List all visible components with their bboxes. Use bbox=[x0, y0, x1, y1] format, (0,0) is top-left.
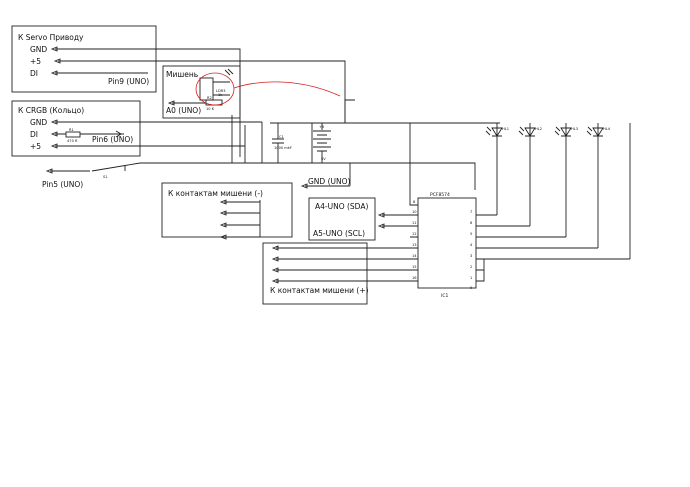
sda-label: A4-UNO (SDA) bbox=[315, 202, 368, 211]
ic-pin-left: 16 bbox=[412, 276, 417, 280]
i2c-block: A4-UNO (SDA) A5-UNO (SCL) bbox=[308, 197, 410, 241]
supply-plus5-label: +5 bbox=[319, 125, 324, 129]
led-hl1-label: HL1 bbox=[502, 127, 509, 131]
r1-resistor bbox=[65, 131, 81, 138]
switch-pin-label: Pin5 (UNO) bbox=[42, 180, 83, 189]
r2-label: R2 bbox=[207, 96, 212, 100]
led-hl3-label: HL3 bbox=[571, 127, 578, 131]
crgb-di-arrow-icon bbox=[50, 131, 58, 137]
highlight-circle bbox=[195, 72, 235, 106]
plus-contacts-block: К контактам мишени (+) bbox=[262, 242, 410, 305]
r2-value: 10 K bbox=[206, 107, 215, 111]
servo-gnd-arrow-icon bbox=[50, 46, 58, 52]
crgb-block-title: К CRGB (Кольцо) bbox=[18, 106, 84, 115]
led-hl4-label: HL4 bbox=[603, 127, 611, 131]
led-array: HL1 HL2 HL3 HL4 bbox=[485, 123, 611, 248]
led-hl4-icon bbox=[592, 127, 604, 137]
switch-label: S1 bbox=[103, 175, 108, 179]
ic-pin-right: 5 bbox=[470, 232, 472, 236]
gnd-uno-label: GND (UNO) bbox=[308, 177, 351, 186]
ic-pin-right: 6 bbox=[470, 221, 473, 225]
ic-part-label: PCF8574 bbox=[430, 192, 450, 198]
ldr-label: LDR3 bbox=[216, 89, 226, 93]
servo-gnd-label: GND bbox=[30, 45, 47, 54]
servo-plus5-label: +5 bbox=[30, 57, 41, 66]
cap-label: C1 bbox=[279, 135, 284, 139]
crgb-block-frame bbox=[11, 100, 141, 157]
ldr-value: 1k bbox=[218, 93, 223, 97]
ic-pin-right: 2 bbox=[470, 265, 472, 269]
led-hl1-icon bbox=[491, 127, 503, 137]
target-block-title: Мишень bbox=[166, 70, 198, 79]
servo-di-label: DI bbox=[30, 69, 38, 78]
crgb-pin-label: Pin6 (UNO) bbox=[92, 135, 133, 144]
switch-s1: S1 Pin5 (UNO) bbox=[42, 162, 141, 189]
crgb-plus5-label: +5 bbox=[30, 142, 41, 151]
servo-plus5-arrow-icon bbox=[53, 58, 61, 64]
servo-di-arrow-icon bbox=[50, 70, 58, 76]
servo-pin-label: Pin9 (UNO) bbox=[108, 77, 149, 86]
target-block-frame bbox=[162, 65, 241, 119]
plus-arrows-icon bbox=[271, 245, 279, 284]
ic-pin-left: 14 bbox=[412, 254, 417, 258]
ic-body bbox=[417, 197, 477, 289]
ic-pcf8574: PCF8574 IC1 8 10 11 12 13 14 15 16 7 6 5… bbox=[409, 123, 631, 299]
r1-value: 470 R bbox=[67, 139, 78, 143]
ic-pin-left: 8 bbox=[413, 200, 416, 204]
cap-value: 1000 mkF bbox=[274, 146, 292, 150]
i2c-block-frame bbox=[308, 197, 376, 241]
crgb-plus5-arrow-icon bbox=[50, 143, 58, 149]
gnd-uno-arrow-icon bbox=[300, 183, 308, 189]
crgb-pin-arrow-icon bbox=[115, 130, 122, 138]
target-block: Мишень A0 (UNO) LDR3 1k R2 10 K bbox=[162, 65, 341, 119]
crgb-block: К CRGB (Кольцо) GND DI +5 Pin6 (UNO) R1 … bbox=[11, 100, 262, 157]
crgb-gnd-label: GND bbox=[30, 118, 47, 127]
capacitor-c1: C1 1000 mkF bbox=[272, 123, 292, 163]
ic-pin-left: 11 bbox=[412, 221, 417, 225]
led-hl3-icon bbox=[560, 127, 572, 137]
ic-pin-left: 12 bbox=[412, 232, 417, 236]
highlight-curve bbox=[233, 81, 341, 97]
plus-block-frame bbox=[262, 242, 368, 305]
ic-pin-right: 3 bbox=[470, 254, 472, 258]
i2c-arrows-icon bbox=[377, 212, 385, 229]
led-hl2-icon bbox=[524, 127, 536, 137]
led-hl2-label: HL2 bbox=[535, 127, 542, 131]
a0-arrow-icon bbox=[167, 100, 175, 106]
minus-arrows-icon bbox=[219, 199, 227, 240]
ic-pin-left: 13 bbox=[412, 243, 417, 247]
plus-block-title: К контактам мишени (+) bbox=[270, 286, 369, 295]
scl-label: A5-UNO (SCL) bbox=[313, 229, 365, 238]
ic-pin-right: 1 bbox=[470, 276, 472, 280]
ic-name-label: IC1 bbox=[441, 293, 448, 299]
ic-pin-right: 7 bbox=[470, 210, 472, 214]
ic-pin-right: 9 bbox=[470, 286, 473, 290]
crgb-di-label: DI bbox=[30, 130, 38, 139]
r1-label: R1 bbox=[69, 128, 74, 132]
ic-pin-left: 10 bbox=[412, 210, 417, 214]
servo-block-frame bbox=[11, 25, 157, 93]
target-a0-label: A0 (UNO) bbox=[166, 106, 201, 115]
minus-contacts-block: К контактам мишени (-) bbox=[161, 182, 293, 240]
ic-pin-left: 15 bbox=[412, 265, 417, 269]
power-supply: +5 5V bbox=[311, 123, 331, 163]
ic-pin-right: 4 bbox=[470, 243, 473, 247]
switch-arrow-icon bbox=[45, 168, 53, 174]
minus-block-title: К контактам мишени (-) bbox=[168, 189, 263, 198]
crgb-gnd-arrow-icon bbox=[50, 119, 58, 125]
servo-block-title: К Servo Приводу bbox=[18, 33, 84, 42]
supply-5v-label: 5V bbox=[321, 157, 326, 161]
